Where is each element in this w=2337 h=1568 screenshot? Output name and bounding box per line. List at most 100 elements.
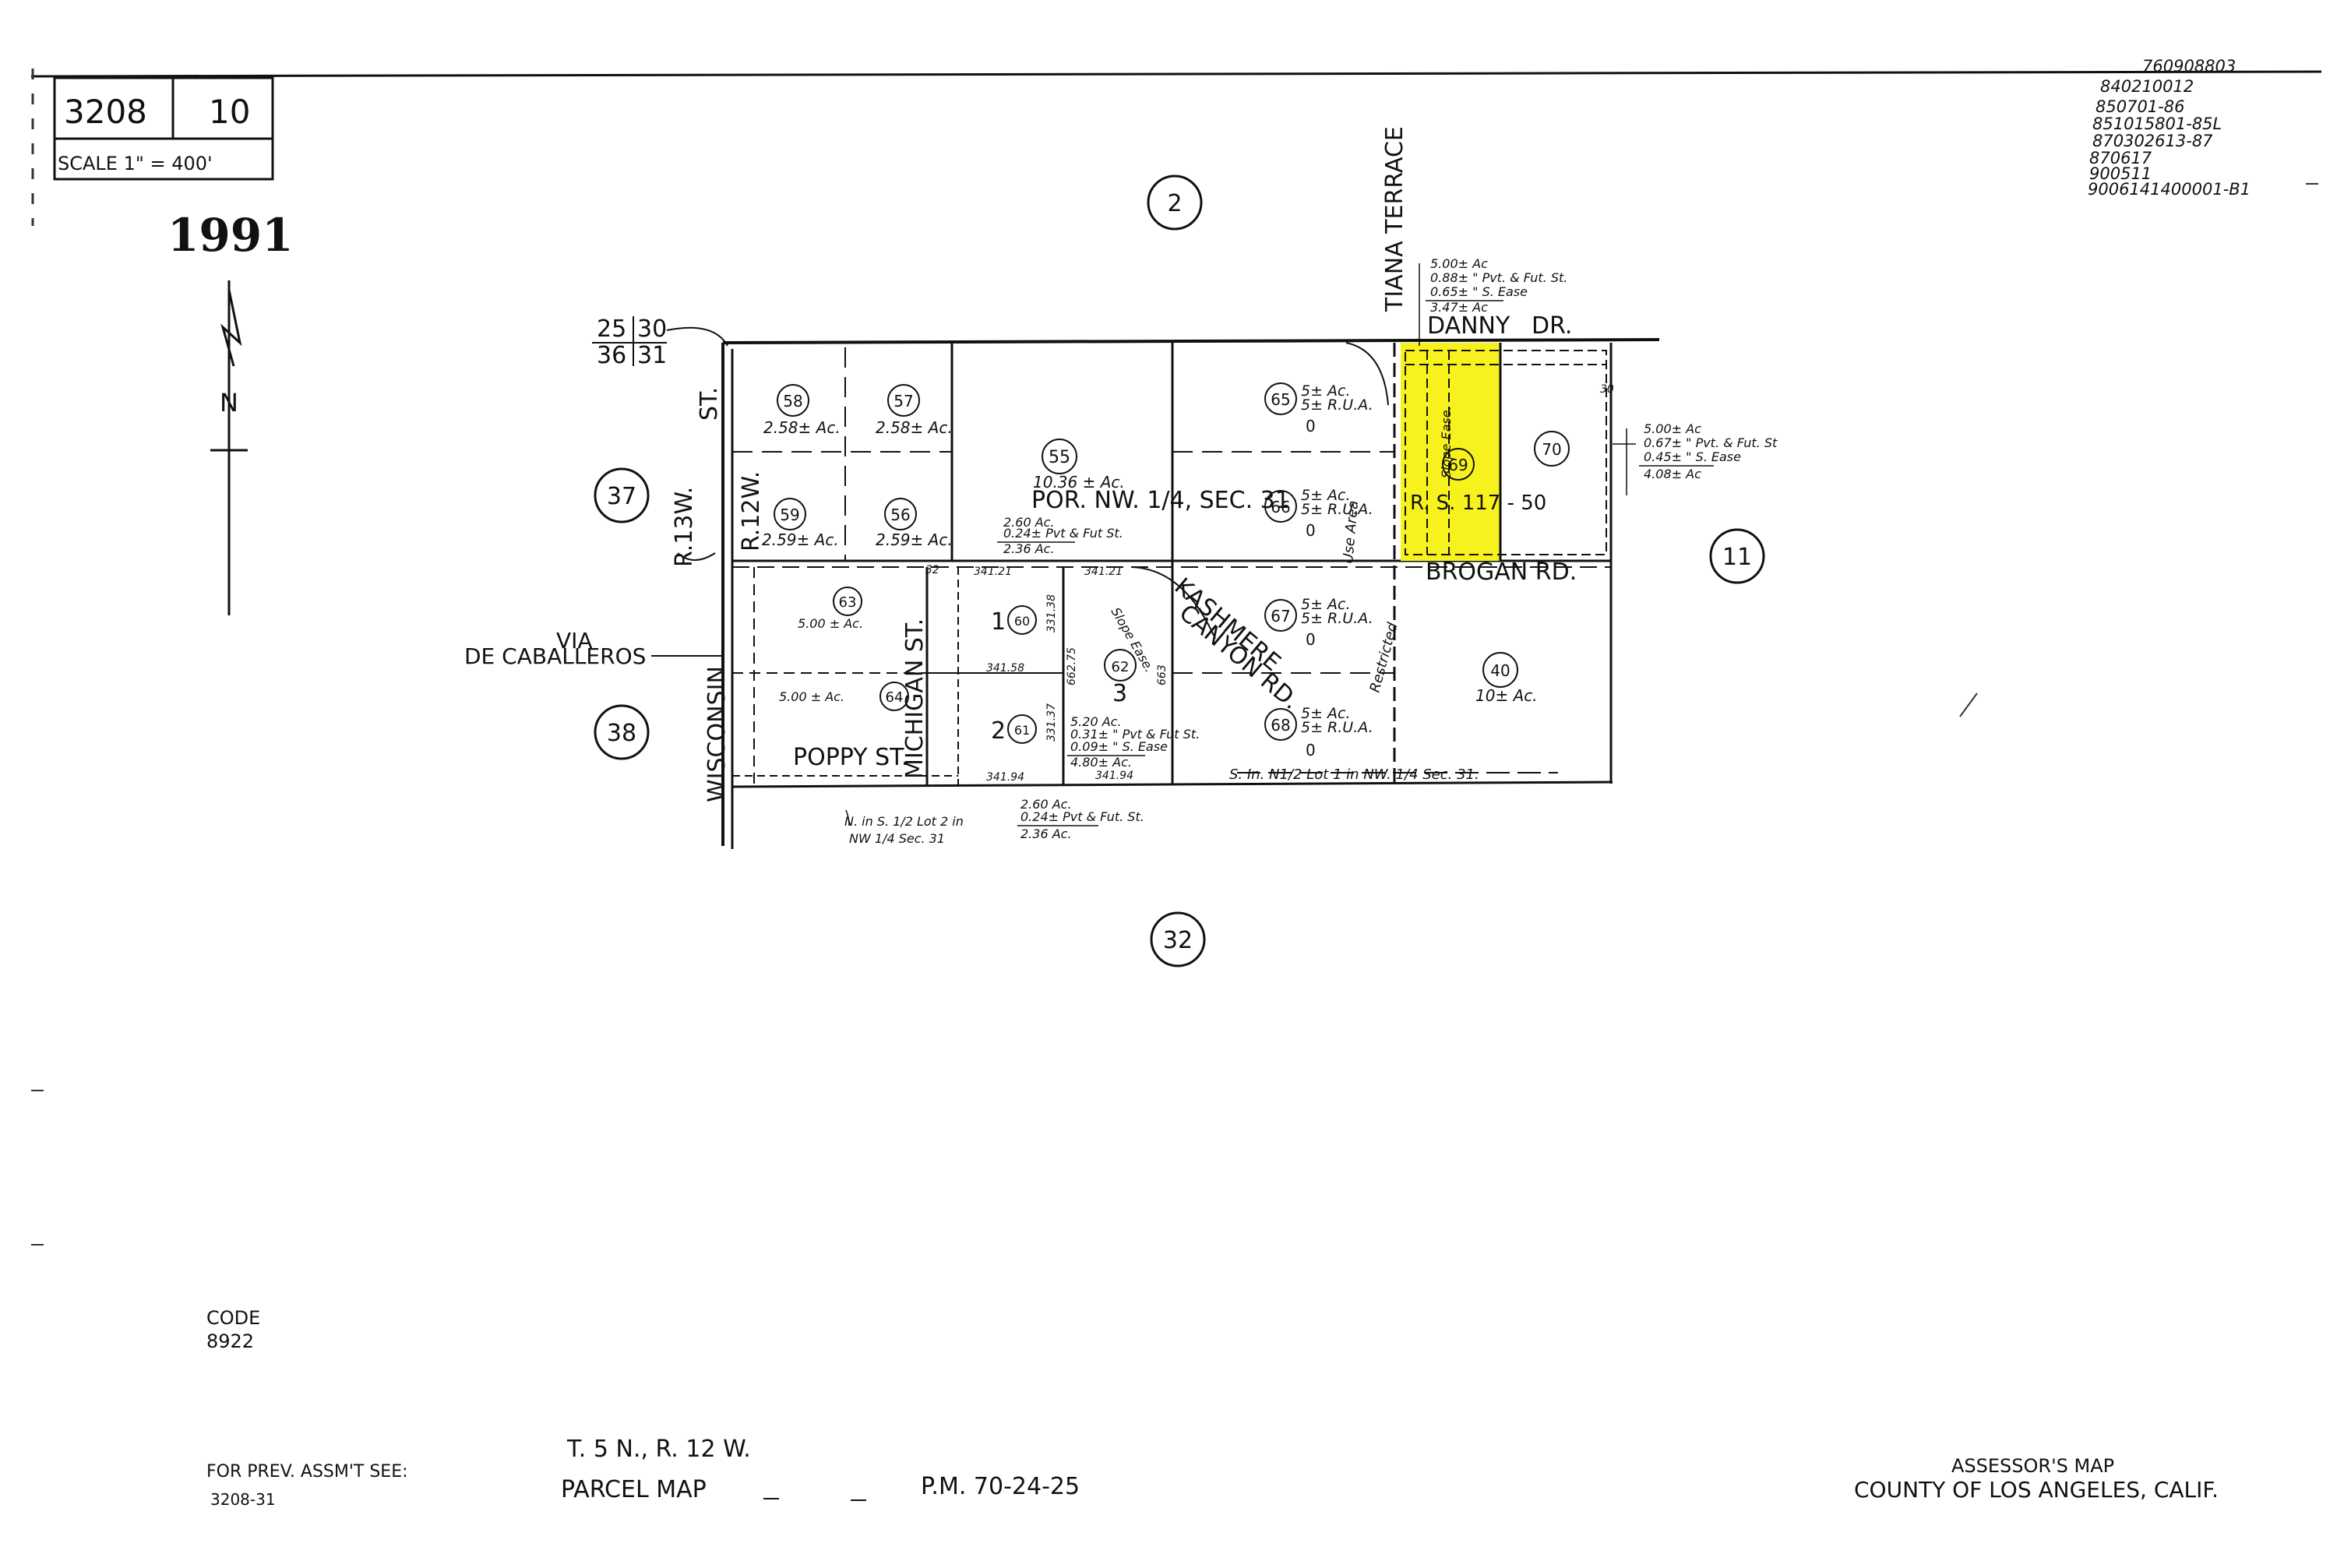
svg-text:0: 0 xyxy=(1306,741,1316,759)
svg-text:POR. NW. 1/4, SEC. 31: POR. NW. 1/4, SEC. 31 xyxy=(1031,487,1290,514)
svg-text:0.67± " Pvt. & Fut. St: 0.67± " Pvt. & Fut. St xyxy=(1644,435,1778,450)
map-annotations: POR. NW. 1/4, SEC. 31 R. S. 117 - 50 5± … xyxy=(844,256,1778,846)
township-range: T. 5 N., R. 12 W. xyxy=(566,1436,751,1463)
book-page-box: 3208 10 SCALE 1" = 400' xyxy=(53,76,274,181)
svg-text:11: 11 xyxy=(1722,544,1752,571)
svg-text:32: 32 xyxy=(1163,927,1193,954)
svg-text:1: 1 xyxy=(991,608,1006,636)
north-arrow-icon: N xyxy=(210,280,248,615)
svg-text:2.36 Ac.: 2.36 Ac. xyxy=(1003,541,1055,556)
svg-text:9006141400001-B1: 9006141400001-B1 xyxy=(2088,180,2251,199)
north-label: N xyxy=(220,388,238,418)
svg-text:R. S. 117 - 50: R. S. 117 - 50 xyxy=(1410,492,1546,515)
svg-text:5± Ac.: 5± Ac. xyxy=(1301,705,1351,722)
svg-text:60: 60 xyxy=(1014,614,1030,629)
svg-text:0: 0 xyxy=(1306,417,1316,435)
svg-text:663: 663 xyxy=(1156,664,1168,685)
page-number: 10 xyxy=(209,93,250,131)
svg-text:30: 30 xyxy=(637,315,667,343)
svg-text:5± R.U.A.: 5± R.U.A. xyxy=(1301,396,1373,414)
prev-assmt-value: 3208-31 xyxy=(210,1490,276,1509)
svg-text:Restricted: Restricted xyxy=(1367,621,1401,695)
svg-text:341.21: 341.21 xyxy=(974,566,1012,578)
section-corner: 25 30 36 31 xyxy=(592,315,728,369)
svg-text:341.94: 341.94 xyxy=(1095,770,1133,782)
svg-text:5.20 Ac.: 5.20 Ac. xyxy=(1070,714,1122,729)
svg-text:5± R.U.A.: 5± R.U.A. xyxy=(1301,610,1373,627)
adjacent-page-markers: 2 37 38 11 32 xyxy=(594,174,1765,967)
svg-text:36: 36 xyxy=(597,342,626,369)
svg-text:3.47± Ac: 3.47± Ac xyxy=(1430,300,1488,315)
svg-text:32: 32 xyxy=(925,564,939,576)
street-michigan: MICHIGAN ST. xyxy=(901,618,929,779)
street-tiana-terrace: TIANA TERRACE xyxy=(1381,126,1408,312)
svg-text:69: 69 xyxy=(1448,456,1468,474)
svg-text:870617: 870617 xyxy=(2089,149,2152,167)
svg-text:61: 61 xyxy=(1014,723,1030,738)
svg-text:59: 59 xyxy=(780,506,799,524)
svg-text:10± Ac.: 10± Ac. xyxy=(1475,686,1538,705)
svg-text:0.24± Pvt & Fut St.: 0.24± Pvt & Fut St. xyxy=(1003,526,1123,541)
svg-text:850701-86: 850701-86 xyxy=(2096,97,2184,116)
assessor-county: COUNTY OF LOS ANGELES, CALIF. xyxy=(1854,1477,2219,1503)
parcel-69-highlight[interactable] xyxy=(1401,343,1500,561)
svg-text:38: 38 xyxy=(607,720,636,747)
svg-text:0.31± " Pvt & Fut St.: 0.31± " Pvt & Fut St. xyxy=(1070,727,1200,742)
prev-assmt-label: FOR PREV. ASSM'T SEE: xyxy=(206,1462,408,1482)
svg-text:760908803: 760908803 xyxy=(2142,57,2236,76)
street-wisconsin: WISCONSIN xyxy=(703,666,731,802)
svg-text:2: 2 xyxy=(1167,190,1182,217)
street-r12w: R.12W. xyxy=(738,471,765,551)
svg-text:870302613-87: 870302613-87 xyxy=(2092,132,2213,150)
street-r13w: R.13W. xyxy=(671,487,698,567)
svg-text:331.38: 331.38 xyxy=(1045,594,1058,632)
svg-text:5.00± Ac: 5.00± Ac xyxy=(1644,421,1701,436)
svg-text:0.09± " S. Ease: 0.09± " S. Ease xyxy=(1070,739,1168,754)
svg-text:Slope Ease.: Slope Ease. xyxy=(1439,406,1454,478)
svg-text:65: 65 xyxy=(1271,390,1290,409)
code-label: CODE xyxy=(206,1307,260,1329)
assessor-title: ASSESSOR'S MAP xyxy=(1951,1455,2114,1477)
scale-label: SCALE 1" = 400' xyxy=(58,153,213,174)
svg-text:0.88± " Pvt. & Fut. St.: 0.88± " Pvt. & Fut. St. xyxy=(1430,270,1567,285)
pm-reference: P.M. 70-24-25 xyxy=(921,1473,1080,1500)
svg-text:3: 3 xyxy=(1112,680,1127,707)
svg-text:341.58: 341.58 xyxy=(986,662,1024,675)
code-value: 8922 xyxy=(206,1330,254,1352)
svg-text:5± Ac.: 5± Ac. xyxy=(1301,382,1351,400)
street-dr: DR. xyxy=(1532,312,1572,340)
svg-text:S. In. N1/2 Lot 1 in NW. 1/4 S: S. In. N1/2 Lot 1 in NW. 1/4 Sec. 31. xyxy=(1229,766,1479,783)
svg-text:840210012: 840210012 xyxy=(2100,77,2194,96)
svg-text:58: 58 xyxy=(783,392,802,410)
svg-text:5.00 ± Ac.: 5.00 ± Ac. xyxy=(798,616,863,631)
svg-text:5± R.U.A.: 5± R.U.A. xyxy=(1301,501,1373,518)
svg-text:5.00 ± Ac.: 5.00 ± Ac. xyxy=(779,689,844,704)
svg-text:0.65± " S. Ease: 0.65± " S. Ease xyxy=(1430,284,1528,299)
street-danny: DANNY xyxy=(1427,312,1510,340)
svg-text:62: 62 xyxy=(1112,659,1130,675)
lot-numbers: 1 2 3 xyxy=(991,608,1127,745)
title-block: CODE 8922 FOR PREV. ASSM'T SEE: 3208-31 … xyxy=(206,1307,2219,1509)
svg-text:0: 0 xyxy=(1306,521,1316,540)
svg-text:25: 25 xyxy=(597,315,626,343)
map-year: 1991 xyxy=(167,209,293,262)
parcel-grid xyxy=(721,338,1660,849)
svg-text:2.59± Ac.: 2.59± Ac. xyxy=(876,530,953,549)
svg-text:2.58± Ac.: 2.58± Ac. xyxy=(763,418,841,437)
svg-text:5± R.U.A.: 5± R.U.A. xyxy=(1301,719,1373,736)
svg-text:2.36 Ac.: 2.36 Ac. xyxy=(1020,826,1072,841)
svg-text:2.60 Ac.: 2.60 Ac. xyxy=(1020,797,1072,812)
street-de-caballeros: DE CABALLEROS xyxy=(464,643,646,669)
svg-text:5.00± Ac: 5.00± Ac xyxy=(1430,256,1488,271)
street-st: ST. xyxy=(696,387,723,421)
parcel-map-label: PARCEL MAP xyxy=(561,1476,707,1503)
scan-marks xyxy=(31,183,2318,1246)
svg-text:55: 55 xyxy=(1049,448,1070,467)
svg-text:0.45± " S. Ease: 0.45± " S. Ease xyxy=(1644,449,1741,464)
book-number: 3208 xyxy=(64,93,147,131)
svg-text:40: 40 xyxy=(1490,661,1510,680)
svg-text:341.21: 341.21 xyxy=(1084,566,1123,578)
svg-text:64: 64 xyxy=(886,689,904,706)
svg-text:341.94: 341.94 xyxy=(986,771,1024,784)
